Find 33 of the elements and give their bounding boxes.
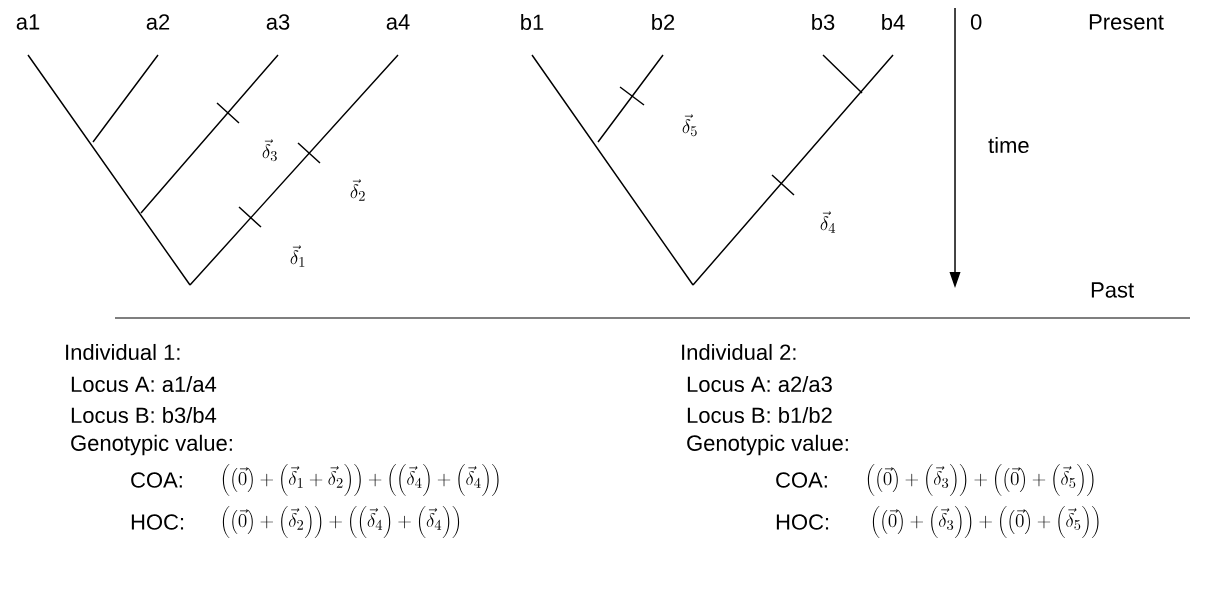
genotype-formula: $\left(\left(\vec{0}\right)+\left(\vec{\delta}_3\right)\right)+\left(\left(\vec{0}\right)+\left(\vec{\delta}_5\right)\right)$ (867, 464, 1094, 496)
axis-label: time (988, 136, 1029, 154)
leaf-label: a1 (16, 14, 40, 30)
genotype-text: Genotypic value: (687, 434, 848, 456)
genotype-text: Locus A: a1/a4 (71, 375, 217, 393)
model-label: HOC: (131, 514, 184, 530)
leaf-label: a4 (386, 14, 410, 30)
genotype-text: Genotypic value: (71, 434, 232, 456)
leaf-label: b2 (652, 13, 675, 31)
time-label: 0 (970, 14, 982, 30)
model-label: HOC: (776, 514, 829, 530)
leaf-label: b4 (882, 13, 905, 31)
model-label: COA: (131, 472, 182, 488)
leaf-label: b1 (521, 13, 544, 31)
heading-text: Individual 1: (66, 343, 180, 361)
genotype-text: Locus A: a2/a3 (687, 375, 832, 393)
mutation-label: $\vec{\delta}_2$ (350, 179, 365, 201)
genotype-text: Locus B: b3/b4 (71, 406, 217, 424)
leaf-label: a2 (146, 14, 170, 30)
mutation-label: $\vec{\delta}_1$ (290, 245, 305, 267)
genotype-formula: $\left(\left(\vec{0}\right)+\left(\vec{\delta}_3\right)\right)+\left(\left(\vec{0}\right)+\left(\vec{\delta}_5\right)\right)$ (872, 506, 1099, 538)
leaf-label: a3 (266, 14, 290, 30)
heading-text: Individual 2: (682, 343, 796, 361)
genotype-formula: $\left(\left(\vec{0}\right)+\left(\vec{\delta}_2\right)\right)+\left(\left(\vec{\delta}_4\right)+\left(\vec{\delta}_4\right)\right)$ (222, 506, 460, 538)
mutation-label: $\vec{\delta}_3$ (262, 139, 277, 162)
mutation-label: $\vec{\delta}_5$ (682, 114, 697, 137)
time-label: Past (1091, 282, 1134, 298)
time-label: Present (1089, 14, 1164, 30)
leaf-label: b3 (812, 13, 835, 31)
model-label: COA: (776, 472, 827, 488)
genotype-formula: $\left(\left(\vec{0}\right)+\left(\vec{\delta}_1+\vec{\delta}_2\right)\right)+\left(\left(\vec{\delta}_4\right)+\left(\vec{\delta}_4\right)\right)$ (222, 464, 499, 496)
mutation-label: $\vec{\delta}_4$ (820, 211, 836, 233)
genotype-text: Locus B: b1/b2 (687, 406, 832, 424)
